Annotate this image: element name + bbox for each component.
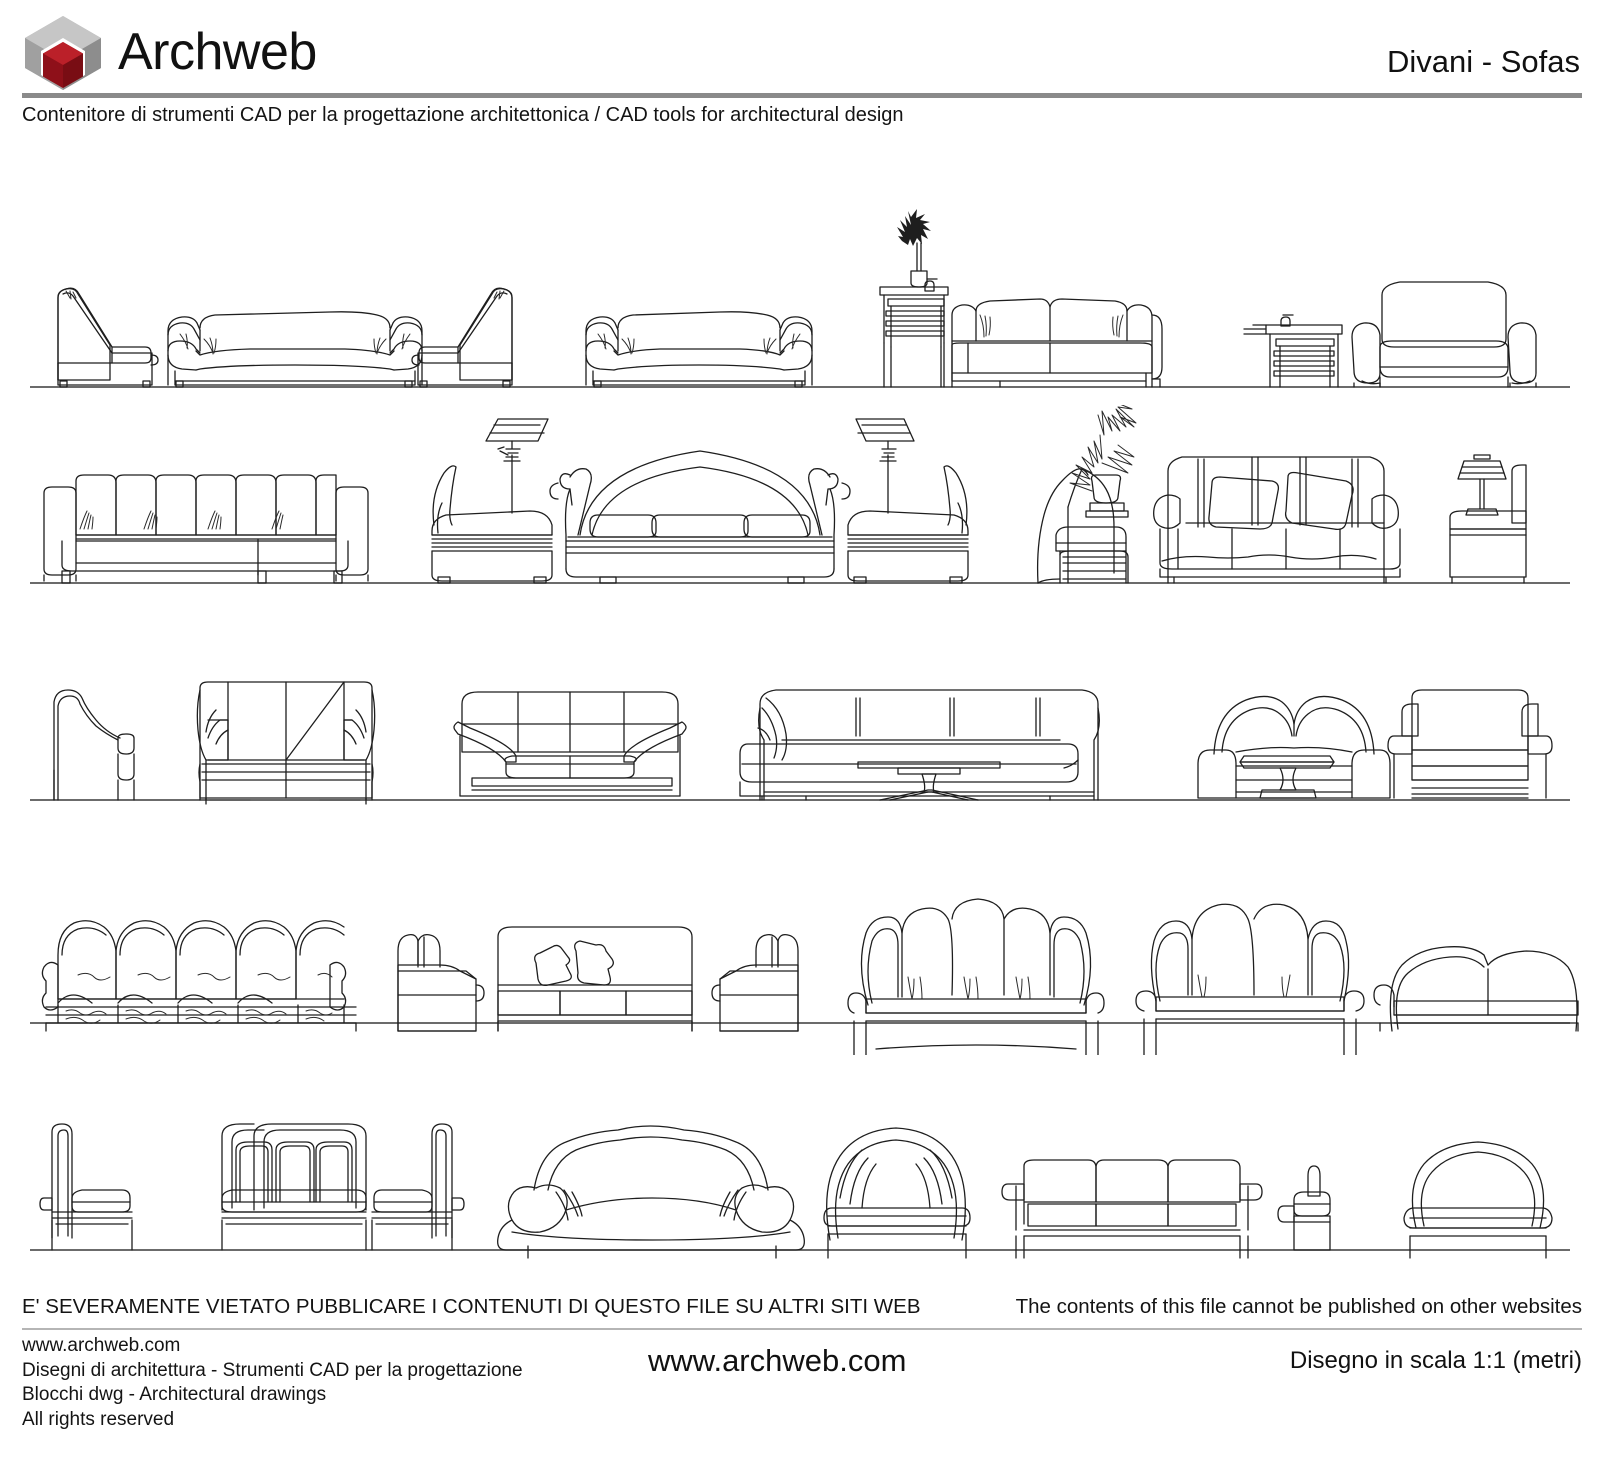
three-seat-boxy-sofa xyxy=(1001,1159,1263,1259)
fan-back-three-seat-sofa xyxy=(847,898,1105,1055)
two-seat-sofa-with-pillows xyxy=(497,926,693,1032)
arched-back-three-seat-sofa xyxy=(549,450,851,584)
row-4-drawings xyxy=(30,898,1579,1055)
two-seat-rolled-arm-sofa xyxy=(585,311,813,388)
drawing-row-3 xyxy=(0,640,1600,835)
drawing-row-1 xyxy=(0,195,1600,400)
chaise-side-elevation xyxy=(53,689,135,801)
four-seat-modular-sofa xyxy=(43,474,369,584)
page-title: Divani - Sofas xyxy=(1387,44,1580,79)
header-subtitle: Contenitore di strumenti CAD per la prog… xyxy=(22,104,904,126)
side-table-with-table-lamp xyxy=(1449,454,1527,584)
drawing-row-4 xyxy=(0,855,1600,1055)
drawing-row-2 xyxy=(0,405,1600,605)
club-armchair xyxy=(1403,1141,1553,1259)
header-divider xyxy=(22,93,1582,98)
archweb-cube-logo-icon xyxy=(25,16,101,90)
upholstered-recliner-armchair xyxy=(1351,281,1537,388)
wing-armchair-with-floor-lamp-right xyxy=(847,418,969,584)
small-armchair-side xyxy=(1277,1165,1331,1251)
copyright-notice-it: E' SEVERAMENTE VIETATO PUBBLICARE I CONT… xyxy=(22,1295,921,1318)
footer-line-3: Blocchi dwg - Architectural drawings xyxy=(22,1384,327,1405)
copyright-notice-en: The contents of this file cannot be publ… xyxy=(1015,1295,1582,1318)
drawing-row-5 xyxy=(0,1080,1600,1270)
three-seat-sofa-with-cushions xyxy=(1153,456,1401,584)
three-seat-arched-frame-sofa xyxy=(221,1123,367,1251)
footer-site-url[interactable]: www.archweb.com xyxy=(22,1335,181,1356)
boxy-armchair xyxy=(1387,689,1553,799)
wooden-frame-three-seat-sofa xyxy=(453,691,687,797)
wing-armchair-with-floor-lamp-left xyxy=(431,418,553,584)
footer-line-2: Disegni di architettura - Strumenti CAD … xyxy=(22,1359,523,1381)
slab-armchair-left xyxy=(39,1123,133,1251)
page-header: Archweb Divani - Sofas Contenitore di st… xyxy=(0,0,1600,140)
side-table-with-vase xyxy=(879,209,949,388)
row-3-drawings xyxy=(30,681,1570,805)
slab-armchair-right xyxy=(371,1123,465,1251)
footer-site-url-large[interactable]: www.archweb.com xyxy=(648,1343,907,1378)
armchair-side-right xyxy=(711,933,799,1032)
armchair-left-facing xyxy=(57,287,159,388)
drawing-scale-note: Disegno in scala 1:1 (metri) xyxy=(1289,1347,1582,1374)
armchair-right-facing xyxy=(411,287,513,388)
cad-drawing-sheet xyxy=(0,140,1600,1285)
armchair-side-left xyxy=(397,933,485,1032)
rounded-two-seat-sofa xyxy=(1373,946,1579,1032)
row-2-drawings xyxy=(30,405,1570,584)
three-seat-padded-sofa xyxy=(196,681,376,805)
row-5-drawings xyxy=(30,1123,1570,1259)
brand-name: Archweb xyxy=(118,23,317,81)
footer-divider xyxy=(22,1328,1582,1330)
long-low-sofa-with-coffee-table xyxy=(739,689,1100,801)
footer-info-block: www.archweb.com Disegni di architettura … xyxy=(22,1334,523,1432)
three-seat-rolled-arm-sofa xyxy=(167,311,423,388)
fan-back-armchair xyxy=(1135,903,1365,1055)
row-1-drawings xyxy=(30,209,1570,388)
curved-daybed-sofa xyxy=(497,1125,805,1259)
page-footer: E' SEVERAMENTE VIETATO PUBBLICARE I CONT… xyxy=(0,1285,1600,1481)
nest-of-tables xyxy=(1243,314,1343,388)
three-seat-cushion-sofa xyxy=(951,298,1163,388)
two-seat-sofa-with-oval-table xyxy=(1197,695,1391,799)
footer-line-4: All rights reserved xyxy=(22,1408,175,1430)
five-seat-tufted-sofa xyxy=(41,920,357,1032)
shell-back-armchair xyxy=(823,1127,971,1259)
wing-chair-with-plant xyxy=(1036,405,1137,584)
brand-logo[interactable]: Archweb xyxy=(22,14,317,90)
